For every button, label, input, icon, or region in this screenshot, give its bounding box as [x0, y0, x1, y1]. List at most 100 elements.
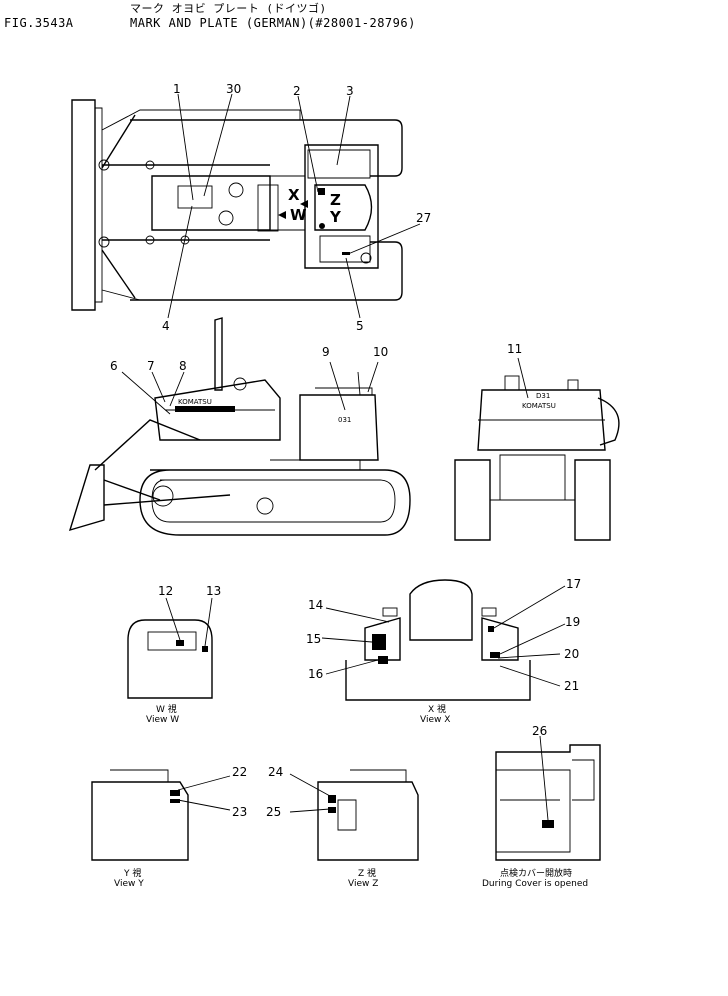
rear-fender-bulge	[597, 397, 620, 446]
brand-side-text: KOMATSU	[178, 398, 212, 406]
callout-17: 17	[566, 577, 581, 591]
leader-7	[151, 371, 166, 403]
callout-21: 21	[564, 679, 579, 693]
view-w-caption-jp: W 視	[156, 703, 177, 715]
decal-19	[490, 652, 500, 658]
callout-11: 11	[507, 342, 522, 356]
leader-30	[203, 93, 233, 197]
hood-vent	[257, 184, 279, 232]
lower-lift-joint-2	[180, 235, 190, 245]
leader-22	[177, 775, 231, 791]
view-w-panel	[147, 631, 197, 651]
cover-caption-en: During Cover is opened	[482, 879, 588, 889]
cover-door	[572, 759, 595, 801]
callout-7: 7	[147, 359, 155, 373]
view-y-top	[110, 769, 169, 782]
exhaust-pipe	[214, 317, 223, 391]
view-x-cap-left	[382, 607, 398, 617]
rear-body-outline	[477, 389, 606, 451]
cover-caption-jp: 点検カバー開放時	[500, 867, 572, 879]
leader-16	[325, 659, 379, 675]
seat-pin	[319, 223, 325, 229]
operator-platform	[304, 144, 379, 269]
side-view: KOMATSU 031	[68, 317, 411, 536]
leader-4	[167, 205, 193, 319]
view-z	[289, 769, 419, 861]
leader-10	[367, 361, 379, 393]
leader-26	[539, 735, 549, 821]
leader-27	[347, 223, 421, 255]
leader-20	[497, 653, 561, 659]
leader-5	[345, 257, 361, 319]
side-blade	[68, 464, 105, 532]
top-view: X W Z Y	[71, 99, 403, 311]
side-push-arm	[103, 494, 231, 506]
figure-title: MARK AND PLATE (GERMAN)(#28001-28796)	[130, 16, 416, 30]
side-lift-arm	[94, 419, 201, 471]
arrow-w	[300, 200, 308, 208]
left-cap	[360, 252, 372, 264]
view-z-outline	[317, 781, 419, 861]
decal-17	[488, 626, 494, 632]
leader-25	[289, 808, 331, 813]
cover-outline	[495, 744, 601, 861]
callout-20: 20	[564, 647, 579, 661]
view-y-caption-en: View Y	[114, 879, 144, 889]
hood-cap	[228, 182, 244, 198]
side-hood	[154, 379, 281, 441]
view-x-left-fender	[364, 617, 401, 661]
callout-10: 10	[373, 345, 388, 359]
upper-cylinder-rod	[101, 114, 136, 169]
model-decal-text: D31	[536, 392, 550, 400]
view-letter-w: W	[290, 206, 307, 224]
rear-right-track	[574, 459, 611, 541]
view-x	[321, 579, 566, 701]
blade-edge	[95, 107, 103, 303]
callout-15: 15	[306, 632, 321, 646]
decal-23	[170, 799, 180, 803]
blade-shape	[71, 99, 96, 311]
view-letter-z: Z	[330, 191, 341, 209]
engine-hood	[151, 175, 271, 231]
decal-12	[176, 640, 184, 646]
leader-2	[297, 95, 319, 193]
decal-15	[372, 634, 386, 650]
header-subtitle-japanese: マーク オヨビ プレート (ドイツゴ)	[130, 2, 327, 15]
leader-1	[177, 93, 194, 201]
callout-4: 4	[162, 319, 170, 333]
view-y-outline	[91, 781, 189, 861]
top-view-leaders	[167, 93, 421, 319]
rear-cap-right	[567, 379, 579, 391]
view-z-caption-jp: Z 視	[358, 867, 376, 879]
rear-hitch	[499, 454, 566, 501]
decal-24	[328, 795, 336, 803]
air-cleaner-cap	[233, 377, 247, 391]
side-track-inner	[151, 479, 396, 523]
leader-6	[121, 371, 171, 415]
view-z-panel	[337, 799, 357, 831]
callout-25: 25	[266, 805, 281, 819]
rear-left-track	[454, 459, 491, 541]
leader-21	[499, 665, 561, 687]
view-letter-x: X	[288, 186, 300, 204]
lower-lift-joint	[145, 235, 155, 245]
callout-30: 30	[226, 82, 241, 96]
side-tilt-cylinder	[103, 479, 161, 501]
lower-cylinder-pin	[98, 236, 110, 248]
cover-inner	[496, 769, 571, 853]
brand-rear-text: KOMATSU	[522, 402, 556, 410]
plate-area	[177, 185, 213, 209]
leader-17	[493, 585, 566, 629]
komatsu-side-decal	[175, 406, 235, 412]
view-x-seat	[409, 579, 473, 641]
upper-lift-joint	[145, 160, 155, 170]
view-y-caption-jp: Y 視	[123, 867, 141, 879]
seat-back	[315, 387, 373, 395]
hood-cap-2	[218, 210, 234, 226]
callout-19: 19	[565, 615, 580, 629]
view-z-caption-en: View Z	[348, 879, 378, 889]
right-fender	[307, 149, 371, 179]
decal-16	[378, 656, 388, 664]
leader-9	[329, 361, 346, 411]
